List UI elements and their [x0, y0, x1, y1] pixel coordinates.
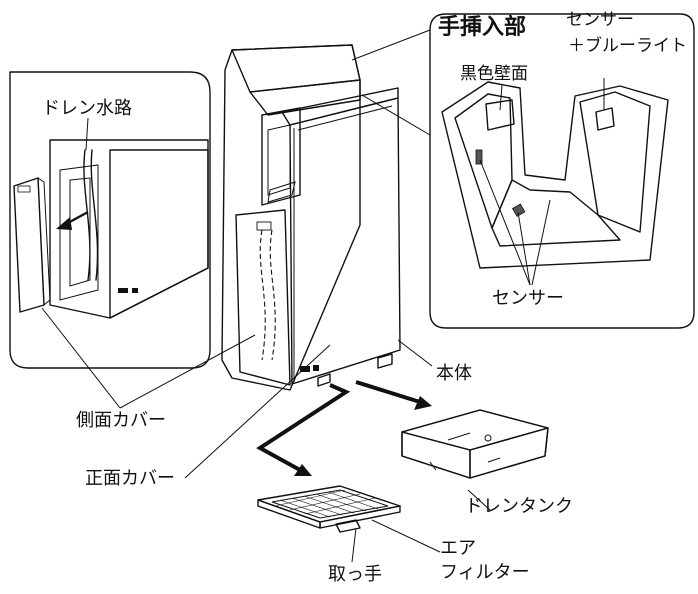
label-side-cover: 側面カバー — [76, 410, 166, 431]
main-dryer-illustration — [221, 44, 401, 391]
label-drain-tank: ドレンタンク — [465, 496, 573, 517]
cavity-outer — [441, 81, 669, 269]
filter-handle — [335, 519, 361, 533]
inset-side-cover-panel — [13, 177, 45, 313]
black-wall — [485, 99, 515, 131]
inset-unit-body — [49, 139, 209, 319]
label-air-filter-line2: フィルター — [440, 562, 530, 583]
label-main-body: 本体 — [436, 363, 472, 384]
label-handle: 取っ手 — [328, 564, 382, 585]
label-sensor-blue-light-line1: センサー — [566, 10, 634, 30]
label-drain-channel: ドレン水路 — [42, 98, 132, 119]
label-sensor: センサー — [492, 288, 564, 309]
hand-insertion-inset — [351, 13, 695, 329]
drain-tank-illustration — [401, 409, 549, 479]
label-sensor-blue-light-line2: ＋ブルーライト — [568, 36, 687, 56]
label-leaders — [41, 117, 491, 563]
air-filter-illustration — [257, 485, 401, 533]
label-hand-insertion: 手挿入部 — [438, 15, 527, 40]
label-black-wall: 黒色壁面 — [460, 64, 528, 84]
label-front-cover: 正面カバー — [85, 468, 175, 489]
side-cover-inset — [9, 71, 211, 369]
removal-arrows — [256, 380, 432, 476]
dryer-front-cover — [289, 97, 401, 385]
label-air-filter-line1: エア — [440, 538, 476, 559]
